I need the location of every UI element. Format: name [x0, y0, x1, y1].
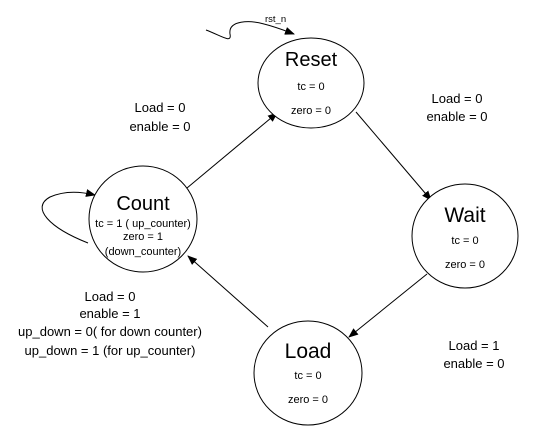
label-load-to-count-line2: enable = 1 — [79, 306, 140, 321]
reset-signal-arrow — [205, 21, 295, 40]
label-wait-to-load: Load = 1 enable = 0 — [443, 338, 504, 371]
label-count-to-reset-line1: Load = 0 — [135, 100, 186, 115]
state-wait-title: Wait — [444, 204, 485, 227]
state-reset: Reset tc = 0 zero = 0 — [257, 37, 365, 129]
label-count-to-reset: Load = 0 enable = 0 — [129, 100, 190, 134]
reset-signal-label: rst_n — [265, 14, 286, 25]
state-load-tc: tc = 0 — [294, 370, 321, 382]
label-wait-to-load-line1: Load = 1 — [449, 338, 500, 353]
label-reset-to-wait-line1: Load = 0 — [432, 91, 483, 106]
state-count-title: Count — [116, 193, 170, 215]
label-count-to-reset-line2: enable = 0 — [129, 119, 190, 134]
count-self-loop — [41, 189, 96, 244]
label-reset-to-wait-line2: enable = 0 — [426, 109, 487, 124]
state-wait: Wait tc = 0 zero = 0 — [411, 183, 519, 289]
arrow-load-to-count — [187, 255, 269, 328]
state-reset-zero: zero = 0 — [291, 105, 331, 117]
label-load-to-count: Load = 0 enable = 1 up_down = 0( for dow… — [18, 289, 202, 358]
label-load-to-count-line3: up_down = 0( for down counter) — [18, 324, 202, 339]
arrow-reset-to-wait — [355, 111, 432, 201]
arrow-wait-to-load — [348, 273, 428, 338]
state-wait-tc: tc = 0 — [451, 235, 478, 247]
label-load-to-count-line4: up_down = 1 (for up_counter) — [25, 343, 196, 358]
state-count-tc: tc = 1 ( up_counter) — [95, 218, 191, 230]
state-wait-zero: zero = 0 — [445, 259, 485, 271]
state-reset-tc: tc = 0 — [297, 81, 324, 93]
state-reset-title: Reset — [285, 49, 338, 71]
label-reset-to-wait: Load = 0 enable = 0 — [426, 91, 487, 124]
state-load-zero: zero = 0 — [288, 394, 328, 406]
state-load: Load tc = 0 zero = 0 — [253, 320, 363, 426]
state-count-down: (down_counter) — [105, 246, 181, 258]
arrow-count-to-reset — [186, 112, 278, 189]
state-count: Count tc = 1 ( up_counter) zero = 1 (dow… — [88, 165, 198, 273]
state-count-zero: zero = 1 — [123, 231, 163, 243]
label-load-to-count-line1: Load = 0 — [85, 289, 136, 304]
state-load-title: Load — [285, 340, 332, 363]
label-wait-to-load-line2: enable = 0 — [443, 356, 504, 371]
